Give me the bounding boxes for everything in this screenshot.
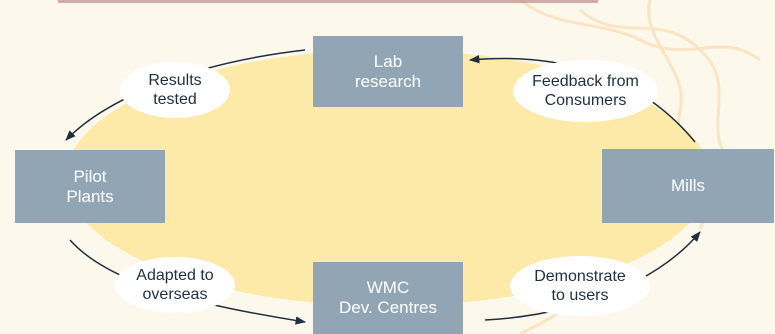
- node-pilot-plants: Pilot Plants: [15, 150, 165, 223]
- node-wmc-dev-centres: WMC Dev. Centres: [313, 262, 463, 334]
- label-adapted-to-overseas: Adapted to overseas: [115, 257, 235, 313]
- node-mills: Mills: [602, 149, 774, 223]
- node-lab-research: Lab research: [313, 36, 463, 107]
- label-demonstrate-to-users: Demonstrate to users: [510, 256, 650, 316]
- label-feedback-from-consumers: Feedback from Consumers: [513, 60, 658, 122]
- label-results-tested: Results tested: [120, 62, 230, 118]
- title-remnant: [58, 0, 598, 3]
